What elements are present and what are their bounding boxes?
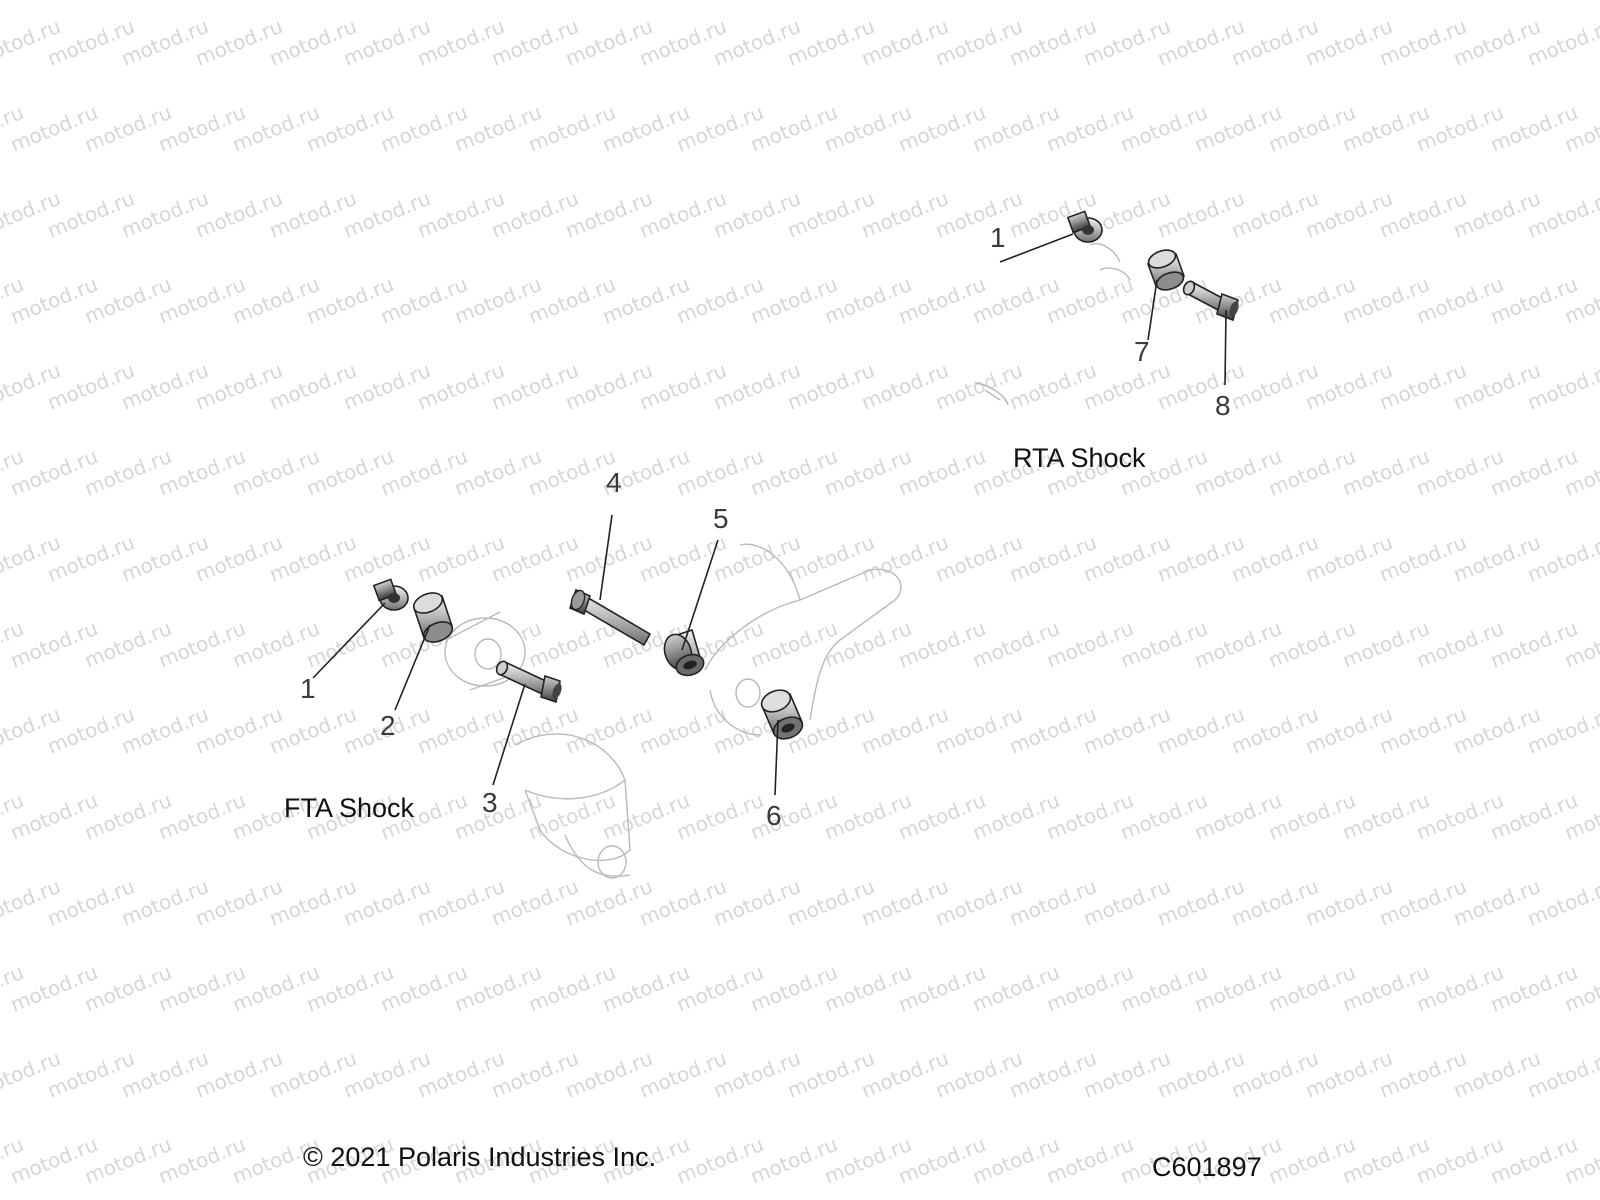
leader-fta-2 bbox=[394, 624, 431, 711]
section-label-fta: FTA Shock bbox=[284, 793, 415, 823]
fta-bushing-sleeve bbox=[412, 592, 454, 643]
leader-fta-6 bbox=[774, 719, 779, 796]
leader-rta-8 bbox=[1224, 309, 1227, 386]
rta-shock-ghost-outline bbox=[974, 243, 1131, 406]
rta-bolt bbox=[1182, 280, 1239, 322]
callout-fta-5: 5 bbox=[713, 503, 729, 534]
section-label-rta: RTA Shock bbox=[1013, 443, 1146, 473]
callout-fta-2: 2 bbox=[380, 710, 396, 741]
fta-shock-ghost-outline bbox=[444, 611, 631, 879]
leader-fta-5 bbox=[681, 539, 719, 651]
leader-rta-1 bbox=[999, 233, 1074, 263]
leader-lines bbox=[312, 233, 1227, 796]
callout-fta-4: 4 bbox=[606, 467, 622, 498]
callout-fta-1: 1 bbox=[300, 673, 316, 704]
leader-fta-4 bbox=[599, 514, 613, 601]
center-shock-ghost-outline bbox=[704, 543, 902, 736]
fta-flange-nut bbox=[372, 578, 409, 611]
leader-fta-3 bbox=[492, 683, 526, 786]
fta-rear-bushing bbox=[760, 689, 804, 740]
leader-fta-1 bbox=[312, 602, 386, 679]
copyright-notice: © 2021 Polaris Industries Inc. bbox=[303, 1142, 656, 1172]
diagram-id: C601897 bbox=[1152, 1152, 1262, 1182]
callout-rta-8: 8 bbox=[1215, 390, 1231, 421]
fta-bolt bbox=[495, 660, 562, 704]
callout-rta-7: 7 bbox=[1134, 336, 1150, 367]
callout-rta-1: 1 bbox=[990, 222, 1006, 253]
callout-numbers: 1 2 3 4 5 6 1 7 8 bbox=[300, 222, 1231, 831]
fta-flanged-bushing bbox=[663, 628, 705, 677]
rta-bushing-sleeve bbox=[1146, 249, 1186, 291]
leader-rta-7 bbox=[1147, 279, 1158, 341]
rta-flange-nut bbox=[1066, 210, 1103, 243]
fta-long-bolt bbox=[569, 588, 652, 647]
callout-fta-6: 6 bbox=[766, 800, 782, 831]
callout-fta-3: 3 bbox=[482, 787, 498, 818]
